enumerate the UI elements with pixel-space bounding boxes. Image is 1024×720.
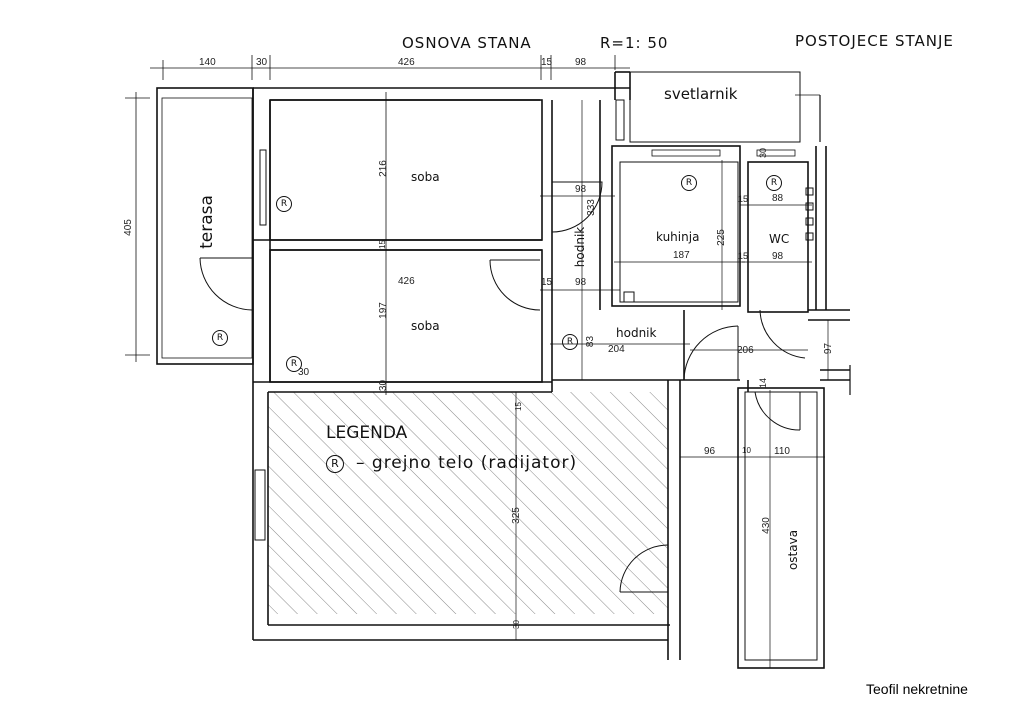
room-label-hodnik-vertical: hodnik <box>573 226 588 268</box>
dim-kuhinja-187: 187 <box>673 250 690 261</box>
dim-wc-88: 88 <box>772 193 784 204</box>
dim-wall-30-bottom: 30 <box>378 379 390 392</box>
radiator-icon-wc: R <box>766 175 782 191</box>
room-label-terasa: terasa <box>196 195 217 249</box>
plan-scale: R=1: 50 <box>600 34 669 52</box>
dim-soba-bottom-197: 197 <box>377 302 389 319</box>
dim-living-15: 15 <box>513 402 523 411</box>
dim-top-30: 30 <box>256 57 268 68</box>
dim-ostava-430: 430 <box>760 517 772 534</box>
dim-hodnik-333: 333 <box>585 199 597 216</box>
room-label-hodnik-horizontal: hodnik <box>616 326 657 340</box>
dim-wall-15-a: 15 <box>377 240 387 249</box>
legend-description: – grejno telo (radijator) <box>356 453 578 473</box>
room-label-svetlarnik: svetlarnik <box>664 85 738 103</box>
legend-title: LEGENDA <box>326 423 408 443</box>
dim-ostava-96: 96 <box>704 446 716 457</box>
dim-hodnik-206: 206 <box>737 345 754 356</box>
room-label-soba-bottom: soba <box>411 319 440 333</box>
dim-top-140: 140 <box>199 57 216 68</box>
radiator-icon-terasa: R <box>212 330 228 346</box>
dim-wc-98: 98 <box>772 251 784 262</box>
dim-kuhinja-225: 225 <box>715 229 727 246</box>
room-label-soba-top: soba <box>411 170 440 184</box>
dim-soba-bottom-15: 15 <box>541 277 553 288</box>
dim-soba-top-98: 98 <box>575 184 587 195</box>
radiator-icon-soba-bottom: R <box>286 356 302 372</box>
plan-status: POSTOJECE STANJE <box>795 32 954 50</box>
dim-hodnik-204: 204 <box>608 344 625 355</box>
dim-ostava-110: 110 <box>774 446 790 457</box>
dim-soba-bottom-426: 426 <box>398 276 415 287</box>
dim-top-426: 426 <box>398 57 415 68</box>
dim-soba-top-216: 216 <box>377 160 389 177</box>
room-label-kuhinja: kuhinja <box>656 230 700 244</box>
dim-top-15: 15 <box>541 57 553 68</box>
dim-top-98: 98 <box>575 57 587 68</box>
dim-right-97: 97 <box>823 342 835 355</box>
dim-terasa-405: 405 <box>122 219 134 236</box>
dim-wc-top-wall: 30 <box>758 147 769 159</box>
dim-kuhinja-wall-a: 15 <box>738 194 749 204</box>
dim-ostava-10: 10 <box>742 446 751 455</box>
dim-wall-30-radiator: 30 <box>298 367 310 378</box>
dim-hodnik-83: 83 <box>585 335 597 348</box>
top-dimension-line <box>150 55 630 80</box>
room-label-wc: WC <box>769 232 790 246</box>
dim-kuhinja-wall-b: 15 <box>738 251 749 261</box>
dim-living-30: 30 <box>511 620 521 629</box>
legend-radiator-icon: R <box>326 455 344 473</box>
plan-title: OSNOVA STANA <box>402 34 532 52</box>
dim-soba-bottom-98: 98 <box>575 277 587 288</box>
brand-watermark: Teofil nekretnine <box>866 681 968 697</box>
dim-living-325: 325 <box>510 507 522 524</box>
radiator-icon-kuhinja: R <box>681 175 697 191</box>
radiator-icon-soba-top: R <box>276 196 292 212</box>
dim-ostava-14: 14 <box>758 377 769 389</box>
room-label-ostava: ostava <box>786 529 801 571</box>
radiator-icon-hodnik: R <box>562 334 578 350</box>
